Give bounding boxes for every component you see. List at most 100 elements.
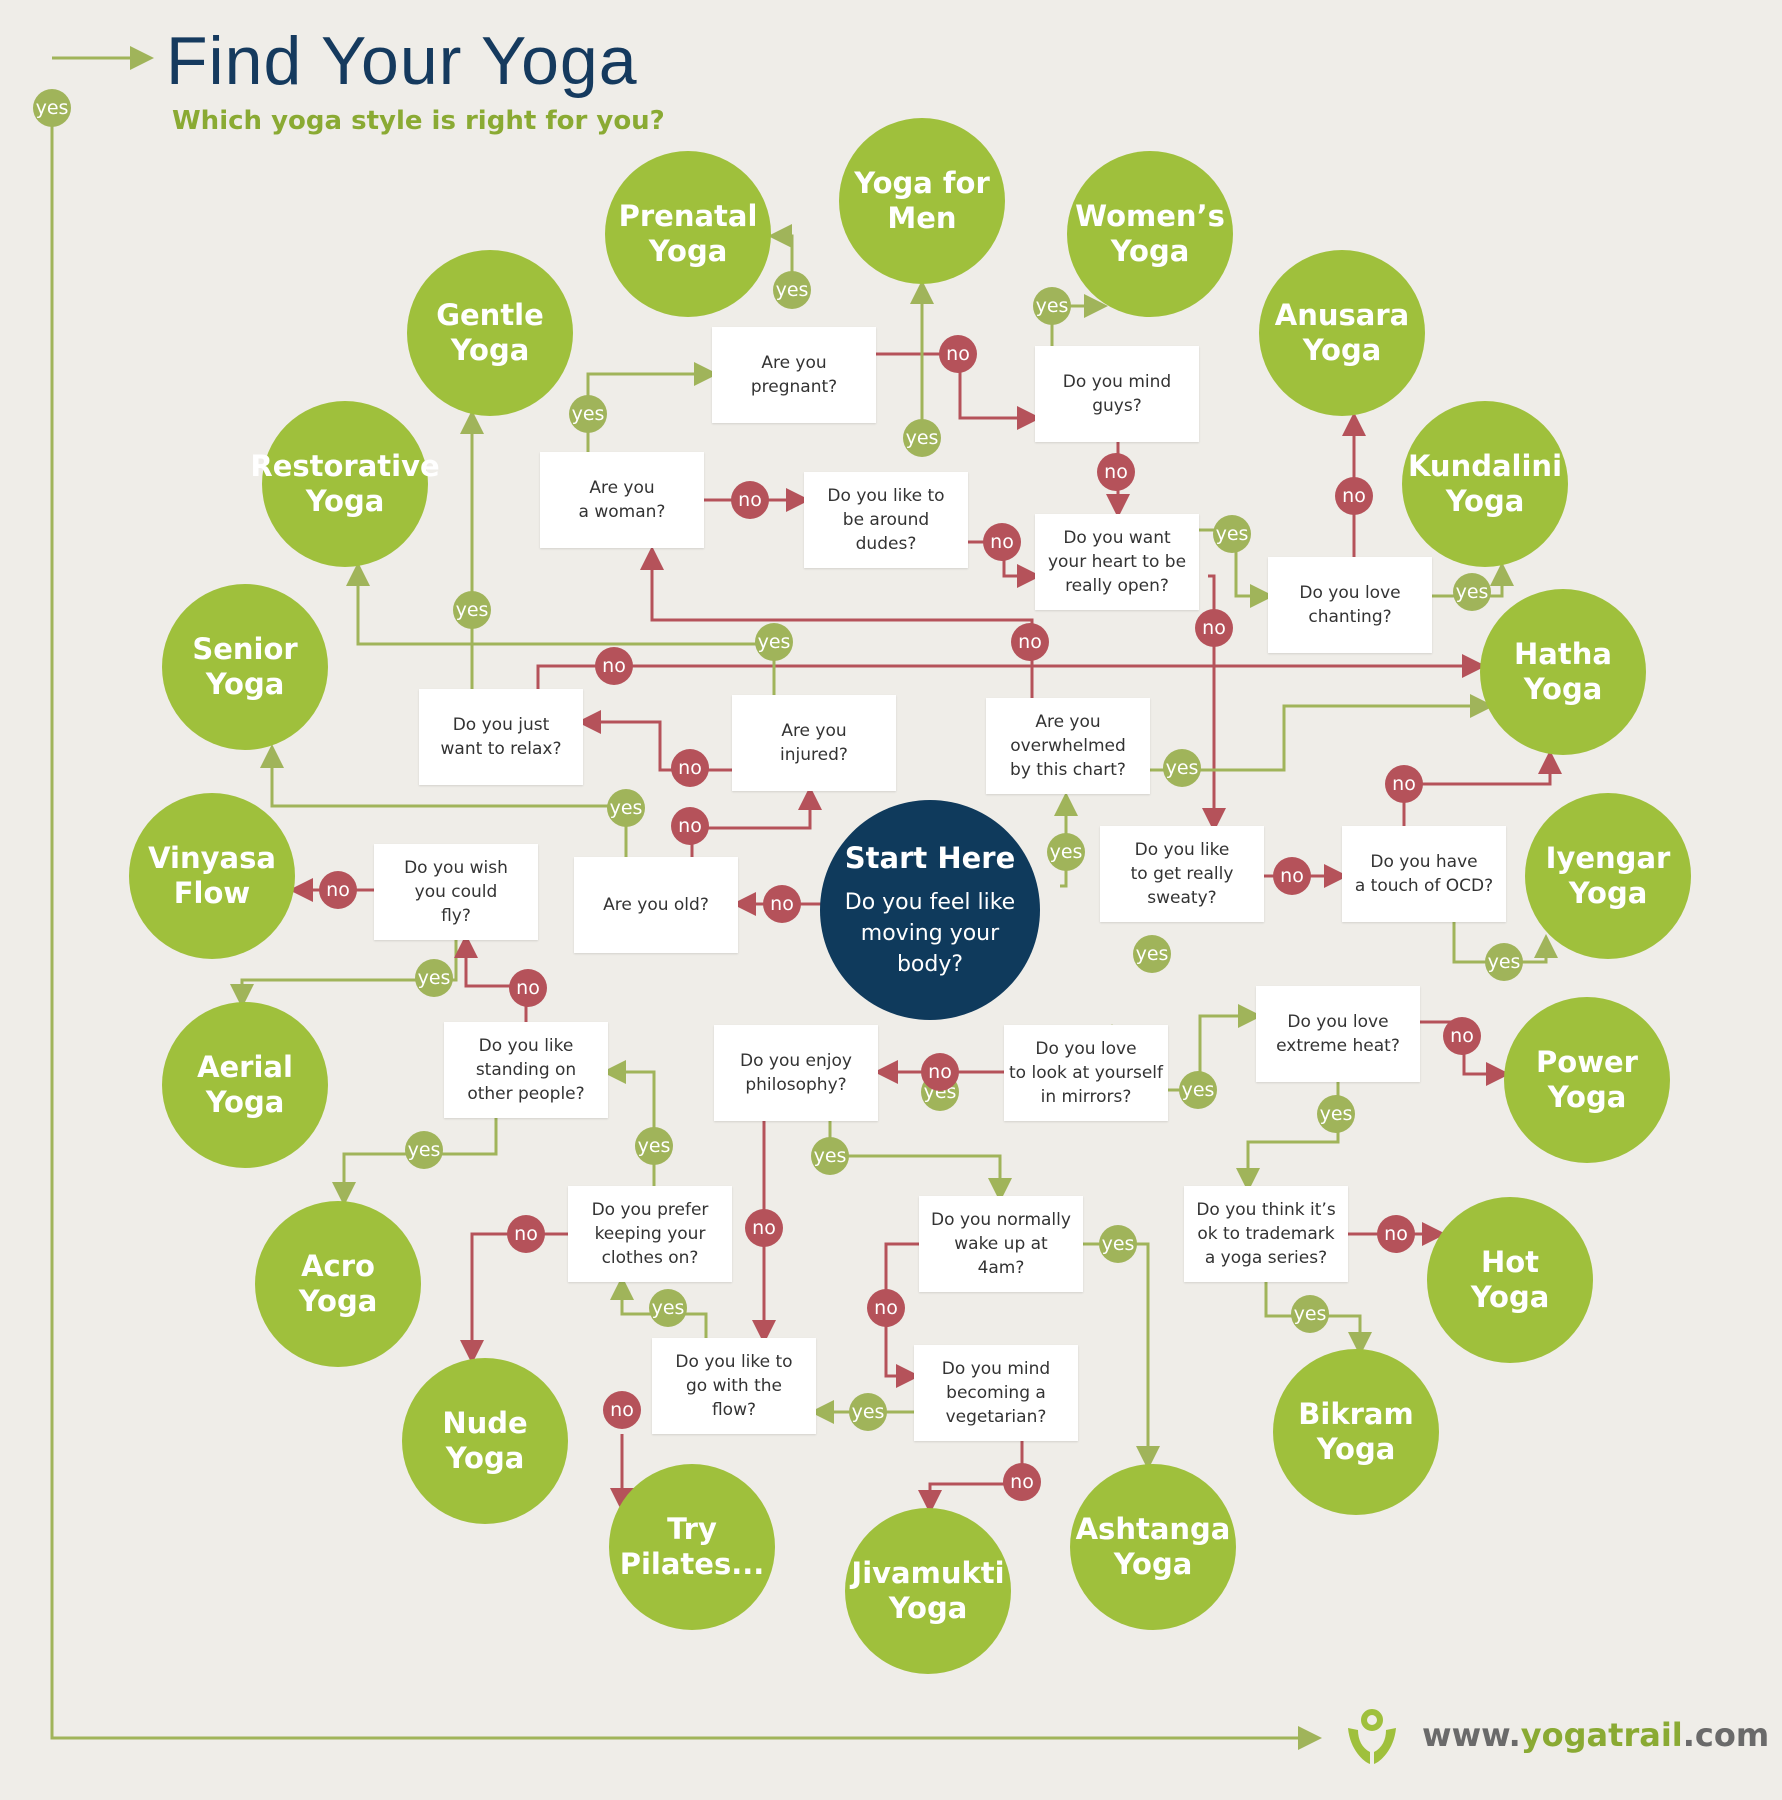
connector-22 [1150, 694, 1494, 772]
question-pregnant[interactable]: Are you pregnant? [712, 327, 876, 423]
no-badge-16: no [1195, 609, 1233, 647]
yes-badge-45: yes [849, 1393, 887, 1431]
no-badge-41: no [1377, 1215, 1415, 1253]
yes-badge-26: yes [1133, 935, 1171, 973]
question-clothes[interactable]: Do you prefer keeping your clothes on? [568, 1186, 732, 1282]
yes-badge-3: yes [1033, 287, 1071, 325]
footer-brand: yogatrail [1520, 1716, 1683, 1754]
no-badge-13: no [595, 647, 633, 685]
connector-19 [260, 744, 628, 857]
yes-badge-22: yes [1047, 833, 1085, 871]
connector-14 [640, 546, 1034, 698]
connector-21 [1054, 792, 1078, 888]
outcome-acro[interactable]: Acro Yoga [255, 1201, 421, 1367]
outcome-vinyasa[interactable]: Vinyasa Flow [129, 793, 295, 959]
outcome-bikram[interactable]: Bikram Yoga [1273, 1349, 1439, 1515]
question-old[interactable]: Are you old? [574, 857, 738, 953]
outcome-power[interactable]: Power Yoga [1504, 997, 1670, 1163]
yes-badge-14: yes [755, 623, 793, 661]
no-badge-19: no [1385, 765, 1423, 803]
connector-3 [876, 352, 1041, 430]
yes-badge-29: yes [1485, 943, 1523, 981]
connector-38 [828, 1121, 1012, 1202]
question-ocd[interactable]: Do you have a touch of OCD? [1342, 826, 1506, 922]
connector-20 [690, 786, 822, 857]
question-woman[interactable]: Are you a woman? [540, 452, 704, 548]
question-dudes[interactable]: Do you like to be around dudes? [804, 472, 968, 568]
start-here-node[interactable]: Start Here Do you feel like moving your … [820, 800, 1040, 1020]
connector-25 [230, 940, 458, 1008]
question-standing[interactable]: Do you like standing on other people? [444, 1022, 608, 1118]
question-vegetarian[interactable]: Do you mind becoming a vegetarian? [914, 1345, 1078, 1441]
outcome-senior[interactable]: Senior Yoga [162, 584, 328, 750]
outcome-jivamukti[interactable]: Jivamukti Yoga [845, 1508, 1011, 1674]
no-badge-38: no [745, 1209, 783, 1247]
question-injured[interactable]: Are you injured? [732, 695, 896, 791]
connector-18 [577, 710, 732, 772]
no-badge-28: no [509, 969, 547, 1007]
no-badge-15: no [1011, 623, 1049, 661]
outcome-gentle[interactable]: Gentle Yoga [407, 250, 573, 416]
outcome-hatha[interactable]: Hatha Yoga [1480, 589, 1646, 755]
outcome-prenatal[interactable]: Prenatal Yoga [605, 151, 771, 317]
outcome-kundalini[interactable]: Kundalini Yoga [1402, 401, 1568, 567]
question-overwhelmed[interactable]: Are you overwhelmed by this chart? [986, 698, 1150, 794]
no-badge-31: no [1443, 1017, 1481, 1055]
question-philosophy[interactable]: Do you enjoy philosophy? [714, 1025, 878, 1121]
outcome-ashtanga[interactable]: Ashtanga Yoga [1070, 1464, 1236, 1630]
outcome-aerial[interactable]: Aerial Yoga [162, 1002, 328, 1168]
no-badge-47: no [1003, 1463, 1041, 1501]
question-heart-open[interactable]: Do you want your heart to be really open… [1035, 514, 1199, 610]
outcome-hot[interactable]: Hot Yoga [1427, 1197, 1593, 1363]
question-sweaty[interactable]: Do you like to get really sweaty? [1100, 826, 1264, 922]
yes-badge-10: yes [1213, 515, 1251, 553]
question-flow[interactable]: Do you like to go with the flow? [652, 1338, 816, 1434]
question-chanting[interactable]: Do you love chanting? [1268, 557, 1432, 653]
footer-url[interactable]: www.yogatrail.com [1422, 1716, 1769, 1754]
yes-badge-0: yes [33, 89, 71, 127]
yes-badge-5: yes [903, 419, 941, 457]
no-badge-23: no [319, 871, 357, 909]
yogatrail-logo-icon [1348, 1709, 1396, 1764]
outcome-anusara[interactable]: Anusara Yoga [1259, 250, 1425, 416]
question-mirrors[interactable]: Do you love to look at yourself in mirro… [1004, 1025, 1168, 1121]
outcome-iyengar[interactable]: Iyengar Yoga [1525, 793, 1691, 959]
no-badge-6: no [1097, 453, 1135, 491]
connector-16 [536, 654, 1486, 689]
connector-13 [1202, 574, 1226, 832]
no-badge-8: no [983, 523, 1021, 561]
yes-badge-18: yes [1163, 749, 1201, 787]
outcome-men[interactable]: Yoga for Men [839, 118, 1005, 284]
outcome-womens[interactable]: Women’s Yoga [1067, 151, 1233, 317]
footer-prefix: www. [1422, 1716, 1521, 1754]
question-fly[interactable]: Do you wish you could fly? [374, 844, 538, 940]
no-badge-46: no [603, 1391, 641, 1429]
no-badge-2: no [939, 335, 977, 373]
no-badge-9: no [1335, 477, 1373, 515]
yes-badge-1: yes [773, 271, 811, 309]
outcome-restorative[interactable]: Restorative Yoga [250, 401, 440, 567]
yes-badge-20: yes [607, 789, 645, 827]
no-badge-32: no [921, 1053, 959, 1091]
no-badge-7: no [731, 481, 769, 519]
question-trademark[interactable]: Do you think it’s ok to trademark a yoga… [1184, 1186, 1348, 1282]
outcome-nude[interactable]: Nude Yoga [402, 1358, 568, 1524]
connector-0 [50, 108, 1322, 1750]
question-wake[interactable]: Do you normally wake up at 4am? [919, 1196, 1083, 1292]
question-mind-guys[interactable]: Do you mind guys? [1035, 346, 1199, 442]
yes-badge-33: yes [1179, 1071, 1217, 1109]
page-subtitle: Which yoga style is right for you? [172, 106, 665, 136]
yes-badge-43: yes [1291, 1295, 1329, 1333]
outcome-pilates[interactable]: Try Pilates... [609, 1464, 775, 1630]
page-title: Find Your Yoga [166, 23, 638, 99]
connector-28 [1402, 750, 1562, 826]
no-badge-17: no [671, 749, 709, 787]
yes-badge-27: yes [415, 959, 453, 997]
no-badge-42: no [867, 1289, 905, 1327]
question-relax[interactable]: Do you just want to relax? [419, 689, 583, 785]
question-heat[interactable]: Do you love extreme heat? [1256, 986, 1420, 1082]
connector-17 [346, 562, 776, 695]
yes-badge-36: yes [405, 1131, 443, 1169]
